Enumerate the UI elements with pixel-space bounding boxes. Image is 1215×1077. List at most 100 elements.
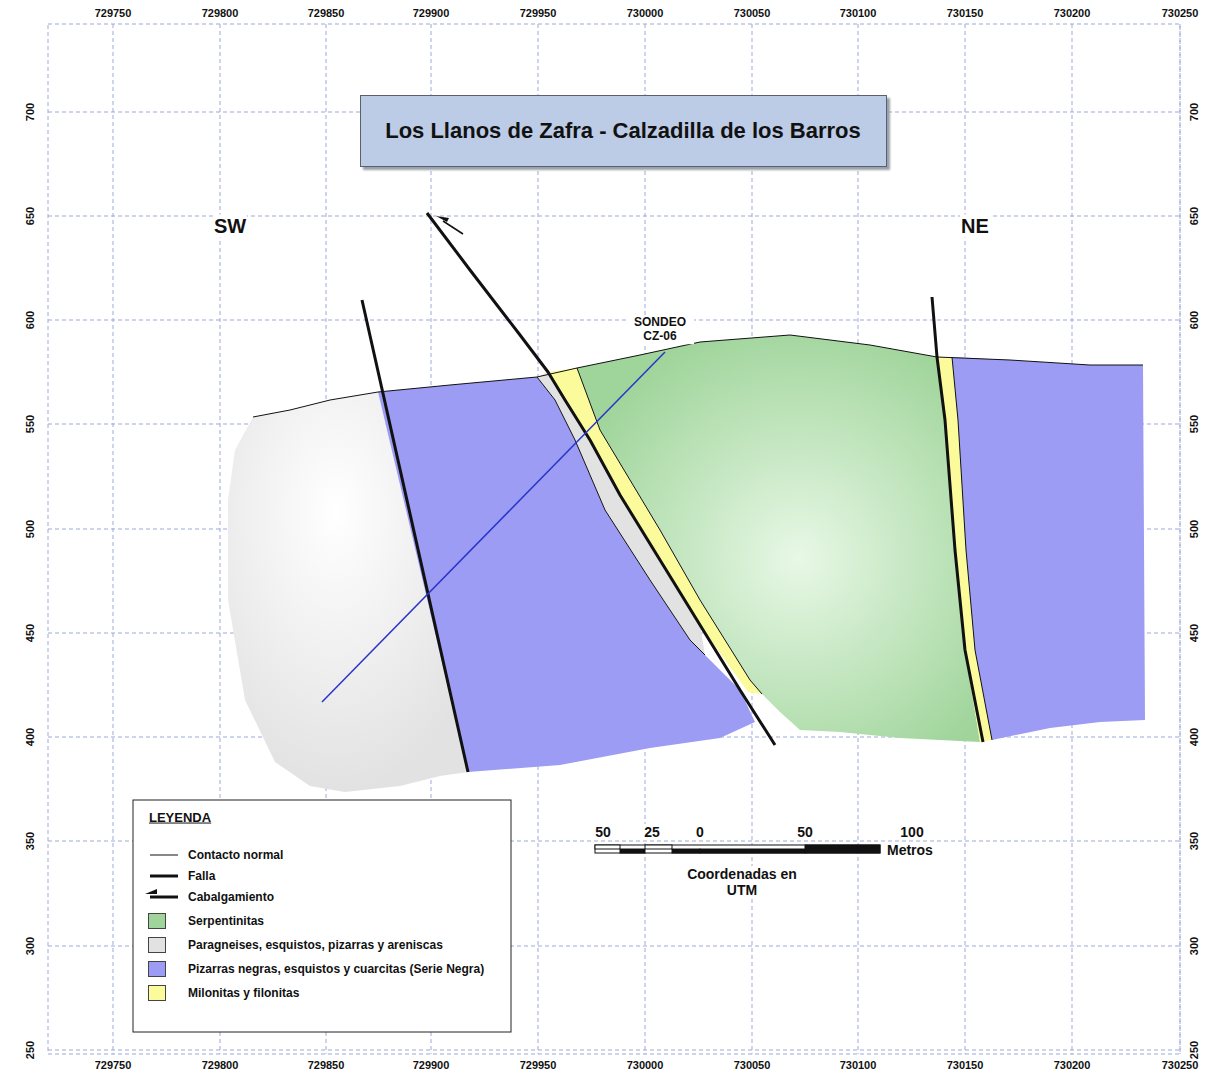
legend-sample-slot — [148, 985, 178, 1001]
fault-line — [362, 300, 468, 772]
legend-sample-slot — [148, 868, 178, 884]
scale-number: 50 — [594, 824, 612, 840]
scale-unit: Metros — [886, 842, 934, 858]
legend-text: Falla — [188, 869, 215, 883]
scale-number: 25 — [643, 824, 661, 840]
axis-tick-label: 250 — [1188, 1040, 1201, 1060]
geologic-units — [228, 335, 1145, 792]
legend-entry: Milonitas y filonitas — [148, 983, 299, 1003]
axis-tick-label: 450 — [1188, 623, 1201, 643]
scale-bar — [595, 845, 880, 853]
legend-sample-slot — [148, 961, 178, 977]
axis-tick-label: 730100 — [839, 7, 878, 20]
axis-tick-label: 650 — [24, 206, 37, 226]
axis-tick-label: 729750 — [94, 1059, 133, 1072]
axis-tick-label: 500 — [1188, 519, 1201, 539]
axis-tick-label: 729750 — [94, 7, 133, 20]
orientation-label: NE — [960, 215, 990, 238]
legend-thrust-sample — [150, 896, 178, 899]
thrust-arrow-shaft — [443, 221, 463, 234]
axis-tick-label: 729900 — [412, 7, 451, 20]
axis-tick-label: 730150 — [946, 7, 985, 20]
legend-swatch — [148, 961, 166, 977]
legend-thrust-arrowhead — [145, 889, 157, 894]
axis-tick-label: 300 — [24, 936, 37, 956]
axis-tick-label: 350 — [1188, 831, 1201, 851]
scale-number: 0 — [695, 824, 705, 840]
utm-grid — [48, 24, 1180, 1054]
axis-tick-label: 730150 — [946, 1059, 985, 1072]
axis-tick-label: 450 — [24, 623, 37, 643]
normal-contact — [577, 368, 762, 694]
axis-tick-label: 700 — [1188, 102, 1201, 122]
axis-tick-label: 400 — [24, 727, 37, 747]
axis-tick-label: 729950 — [519, 7, 558, 20]
title-text: Los Llanos de Zafra - Calzadilla de los … — [385, 118, 861, 144]
mylonite-band — [548, 368, 762, 694]
legend-text: Cabalgamiento — [188, 890, 274, 904]
legend-sample-slot — [148, 889, 178, 905]
legend-text: Milonitas y filonitas — [188, 986, 299, 1000]
scale-number: 50 — [796, 824, 814, 840]
axis-tick-label: 729950 — [519, 1059, 558, 1072]
axis-tick-label: 600 — [24, 310, 37, 330]
legend-entry: Pizarras negras, esquistos y cuarcitas (… — [148, 959, 484, 979]
axis-tick-label: 730000 — [626, 1059, 665, 1072]
legend-box — [133, 800, 511, 1032]
axis-tick-label: 400 — [1188, 727, 1201, 747]
legend-swatch — [148, 937, 166, 953]
axis-tick-label: 730200 — [1053, 7, 1092, 20]
legend-contact-sample — [150, 855, 178, 856]
axis-tick-label: 250 — [24, 1040, 37, 1060]
serpentinite-unit — [577, 335, 980, 742]
legend-text: Serpentinitas — [188, 914, 264, 928]
serie-negra-unit — [952, 357, 1145, 740]
axis-tick-label: 650 — [1188, 206, 1201, 226]
axis-tick-label: 730250 — [1161, 7, 1200, 20]
axis-tick-label: 550 — [24, 414, 37, 434]
borehole-trace — [322, 352, 665, 702]
axis-tick-label: 730050 — [733, 1059, 772, 1072]
axis-tick-label: 729850 — [307, 1059, 346, 1072]
legend-entry: Serpentinitas — [148, 911, 264, 931]
axis-tick-label: 500 — [24, 519, 37, 539]
legend-fault-sample — [150, 875, 178, 878]
legend-entry: Cabalgamiento — [148, 887, 274, 907]
axis-tick-label: 729850 — [307, 7, 346, 20]
axis-tick-label: 300 — [1188, 936, 1201, 956]
legend-entry: Falla — [148, 866, 215, 886]
axis-tick-label: 700 — [24, 102, 37, 122]
coordinate-note: Coordenadas en UTM — [671, 866, 813, 898]
thrust-line — [427, 213, 775, 745]
legend-entry: Contacto normal — [148, 845, 283, 865]
legend-sample-slot — [148, 847, 178, 863]
legend-text: Paragneises, esquistos, pizarras y areni… — [188, 938, 443, 952]
legend-heading: LEYENDA — [148, 811, 212, 826]
scale-number: 100 — [899, 824, 924, 840]
axis-tick-label: 600 — [1188, 310, 1201, 330]
legend-text: Pizarras negras, esquistos y cuarcitas (… — [188, 962, 484, 976]
axis-tick-label: 730050 — [733, 7, 772, 20]
grid-line — [113, 24, 114, 1054]
axis-tick-label: 730100 — [839, 1059, 878, 1072]
thrust-arrowhead — [436, 216, 449, 222]
legend-text: Contacto normal — [188, 848, 283, 862]
axis-tick-label: 730200 — [1053, 1059, 1092, 1072]
grid-line — [48, 1050, 1180, 1051]
legend-sample-slot — [148, 937, 178, 953]
legend-swatch — [148, 913, 166, 929]
axis-tick-label: 730250 — [1161, 1059, 1200, 1072]
fault-line — [932, 297, 983, 742]
grid-line — [48, 320, 1180, 321]
legend-sample-slot — [148, 913, 178, 929]
title-box: Los Llanos de Zafra - Calzadilla de los … — [360, 95, 887, 167]
legend-entry: Paragneises, esquistos, pizarras y areni… — [148, 935, 443, 955]
borehole-label: SONDEO CZ-06 — [626, 316, 694, 344]
axis-tick-label: 729800 — [201, 7, 240, 20]
axis-tick-label: 729800 — [201, 1059, 240, 1072]
normal-contact — [537, 377, 705, 655]
orientation-label: SW — [213, 215, 247, 238]
map-frame — [48, 24, 1180, 1054]
